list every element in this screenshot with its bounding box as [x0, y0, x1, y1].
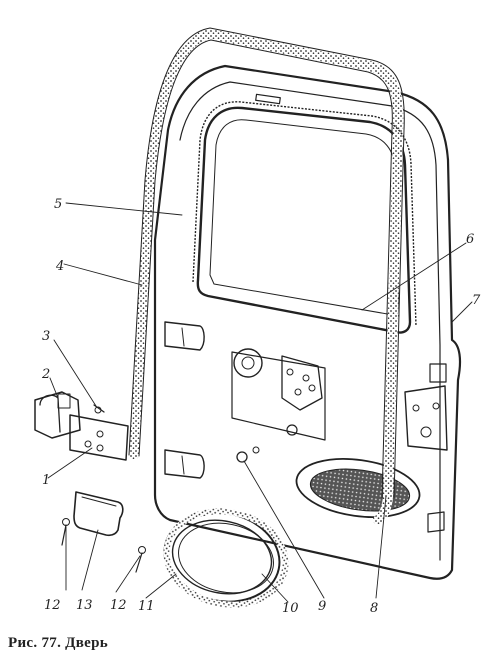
- callout-8: 8: [370, 601, 378, 616]
- leader-lines: [47, 202, 473, 603]
- callout-13: 13: [76, 598, 93, 613]
- callout-12-a: 12: [44, 598, 61, 613]
- door-panel: [153, 64, 462, 580]
- grille-ring: [163, 508, 289, 608]
- callout-7: 7: [472, 293, 481, 308]
- figure-caption: Рис. 77. Дверь: [8, 635, 109, 651]
- callout-12-b: 12: [110, 598, 127, 613]
- callout-5: 5: [54, 197, 62, 212]
- callout-1: 1: [42, 473, 50, 488]
- callout-10: 10: [282, 601, 299, 616]
- window-seal: [192, 101, 417, 327]
- screw-middle: [135, 546, 146, 573]
- callout-3: 3: [42, 329, 50, 344]
- callout-2: 2: [41, 367, 50, 382]
- callout-9: 9: [318, 599, 326, 614]
- door-seal-outer: [129, 28, 404, 525]
- callout-4: 4: [55, 259, 64, 274]
- hinge-assembly: [34, 391, 129, 461]
- callout-11: 11: [138, 599, 155, 614]
- cover-plate: [73, 491, 124, 537]
- screw-left: [61, 518, 70, 546]
- callout-6: 6: [466, 232, 474, 247]
